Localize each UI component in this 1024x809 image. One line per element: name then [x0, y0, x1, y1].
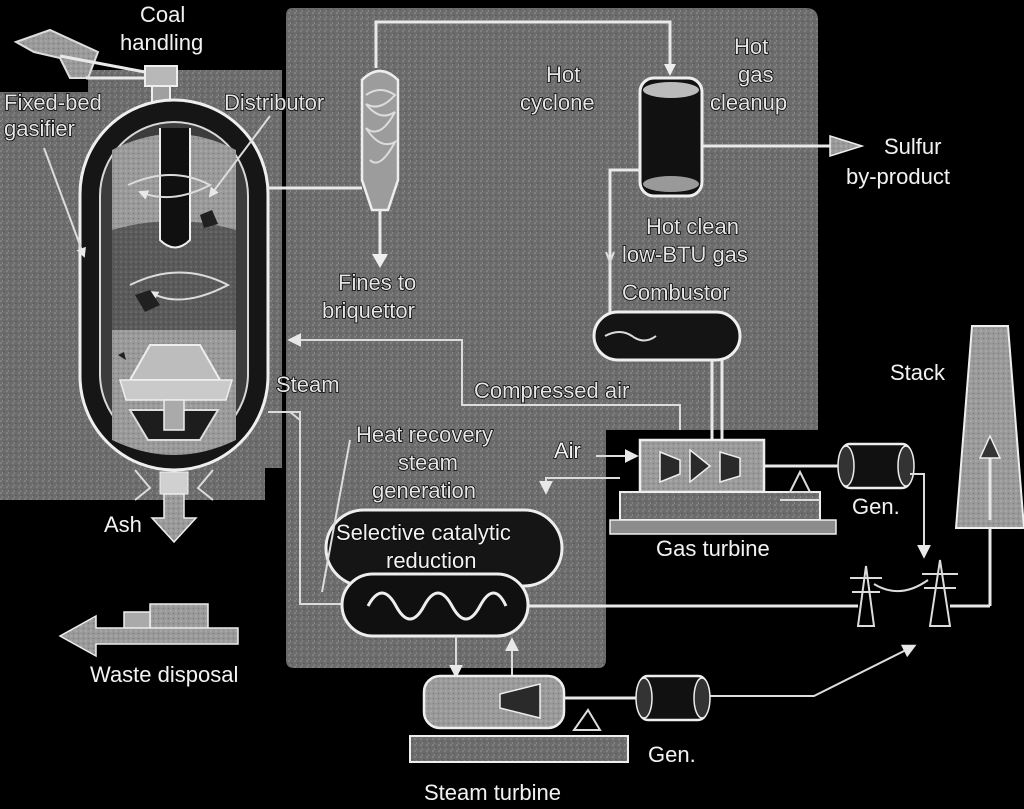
label-hot-gas-cleanup-1: Hot	[734, 34, 768, 59]
label-hot-cyclone-1: Hot	[546, 62, 580, 87]
combustor	[594, 312, 740, 360]
label-fines-1: Fines to	[338, 270, 416, 295]
label-hot-clean-1: Hot clean	[646, 214, 739, 239]
stack	[956, 326, 1024, 606]
hrsg-coil	[342, 574, 528, 636]
label-hot-clean-2: low-BTU gas	[622, 242, 748, 267]
label-combustor: Combustor	[622, 280, 730, 305]
label-compressed-air: Compressed air	[474, 378, 629, 403]
label-sulfur-2: by-product	[846, 164, 950, 189]
fixed-bed-gasifier	[80, 100, 268, 500]
gen-to-grid	[910, 474, 924, 556]
label-coal-handling-2: handling	[120, 30, 203, 55]
steam-gen-to-grid	[706, 646, 914, 696]
label-sulfur-1: Sulfur	[884, 134, 941, 159]
label-heat-recovery-2: steam	[398, 450, 458, 475]
gas-turbine-generator	[838, 444, 914, 488]
label-air: Air	[554, 438, 581, 463]
label-gen-steam: Gen.	[648, 742, 696, 767]
steam-turbine	[410, 676, 640, 762]
label-waste-disposal: Waste disposal	[90, 662, 238, 687]
label-heat-recovery-3: generation	[372, 478, 476, 503]
label-hot-cyclone-2: cyclone	[520, 90, 595, 115]
label-steam-turbine: Steam turbine	[424, 780, 561, 805]
label-gas-turbine: Gas turbine	[656, 536, 770, 561]
transmission-towers	[850, 560, 990, 626]
label-fines-2: briquettor	[322, 298, 415, 323]
label-hot-gas-cleanup-3: cleanup	[710, 90, 787, 115]
label-fixed-bed-1: Fixed-bed	[4, 90, 102, 115]
ash-arrow	[152, 494, 196, 542]
label-stack: Stack	[890, 360, 946, 385]
label-coal-handling-1: Coal	[140, 2, 185, 27]
label-gen-gas: Gen.	[852, 494, 900, 519]
label-scr-1: Selective catalytic	[336, 520, 511, 545]
steam-turbine-generator	[636, 676, 710, 720]
label-ash: Ash	[104, 512, 142, 537]
gas-turbine	[610, 440, 842, 534]
hot-gas-cleanup-vessel	[640, 78, 702, 196]
label-fixed-bed-2: gasifier	[4, 116, 75, 141]
label-steam: Steam	[276, 372, 340, 397]
label-heat-recovery-1: Heat recovery	[356, 422, 493, 447]
label-distributor: Distributor	[224, 90, 324, 115]
label-scr-2: reduction	[386, 548, 477, 573]
label-hot-gas-cleanup-2: gas	[738, 62, 773, 87]
